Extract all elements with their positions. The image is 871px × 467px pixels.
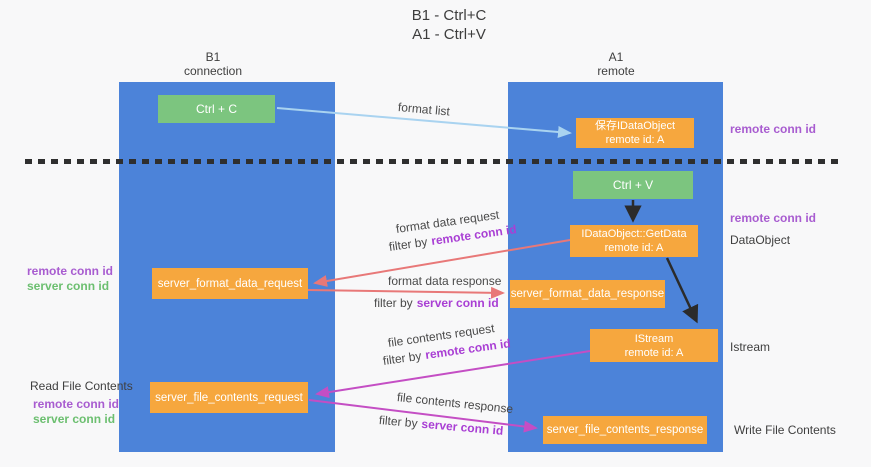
- istream-annotation: Istream: [730, 340, 771, 354]
- remote-conn-id-annotation-mid: remote conn id: [730, 211, 817, 225]
- lane-header-a1: A1 remote: [556, 50, 676, 78]
- save-dataobject-node: 保存IDataObject remote id: A: [576, 118, 694, 148]
- left-server-conn-id-annotation-2: server conn id: [33, 412, 116, 426]
- read-file-contents-annotation: Read File Contents: [30, 379, 133, 393]
- server-conn-id-text: server conn id: [420, 416, 504, 438]
- server-file-contents-response-label: server_file_contents_response: [546, 424, 704, 436]
- diagram-title: B1 - Ctrl+C A1 - Ctrl+V: [349, 6, 549, 44]
- filter-by-text: filter by: [382, 348, 423, 368]
- remote-conn-id-annotation-top: remote conn id: [730, 122, 817, 136]
- save-dataobject-line1: 保存IDataObject: [594, 120, 676, 132]
- ctrl-v-label: Ctrl + V: [612, 178, 654, 192]
- ctrl-v-node: Ctrl + V: [573, 171, 693, 199]
- lane-header-b1: B1 connection: [153, 50, 273, 78]
- server-format-data-response-label: server_format_data_response: [510, 288, 665, 300]
- dashed-separator-line: [25, 159, 843, 164]
- format-data-response-label: format data response: [388, 274, 502, 288]
- server-format-data-response-node: server_format_data_response: [510, 280, 665, 308]
- ctrl-c-node: Ctrl + C: [158, 95, 275, 123]
- server-format-data-request-label: server_format_data_request: [157, 277, 303, 290]
- server-format-data-request-node: server_format_data_request: [152, 268, 308, 299]
- getdata-line1: IDataObject::GetData: [581, 228, 687, 240]
- lane-header-b1-line1: B1: [205, 50, 221, 64]
- getdata-line2: remote id: A: [604, 242, 664, 254]
- istream-node: IStream remote id: A: [590, 329, 718, 362]
- lane-header-a1-line2: remote: [597, 64, 635, 78]
- lane-header-a1-line1: A1: [608, 50, 624, 64]
- server-file-contents-request-label: server_file_contents_request: [155, 391, 303, 404]
- format-list-label: format list: [397, 100, 451, 119]
- server-file-contents-request-node: server_file_contents_request: [150, 382, 308, 413]
- title-line-1: B1 - Ctrl+C: [411, 7, 487, 24]
- filter-by-text: filter by: [374, 296, 413, 310]
- ctrl-c-label: Ctrl + C: [195, 102, 237, 116]
- filter-by-text: filter by: [388, 234, 429, 254]
- filter-by-text: filter by: [378, 413, 419, 431]
- left-server-conn-id-annotation-1: server conn id: [27, 279, 110, 293]
- format-data-response-arrow: [307, 286, 505, 299]
- server-file-contents-response-node: server_file_contents_response: [543, 416, 707, 444]
- title-line-2: A1 - Ctrl+V: [412, 26, 486, 43]
- left-remote-conn-id-annotation-2: remote conn id: [33, 397, 120, 411]
- server-conn-id-text: server conn id: [416, 296, 499, 310]
- lane-header-b1-line2: connection: [183, 64, 243, 78]
- save-dataobject-line2: remote id: A: [605, 134, 665, 146]
- dataobject-annotation: DataObject: [730, 233, 791, 247]
- idataobject-getdata-node: IDataObject::GetData remote id: A: [570, 225, 698, 257]
- left-remote-conn-id-annotation-1: remote conn id: [27, 264, 114, 278]
- istream-line2: remote id: A: [624, 346, 684, 359]
- istream-line1: IStream: [634, 332, 674, 345]
- write-file-contents-annotation: Write File Contents: [734, 423, 836, 437]
- file-contents-response-label: file contents response: [396, 390, 514, 417]
